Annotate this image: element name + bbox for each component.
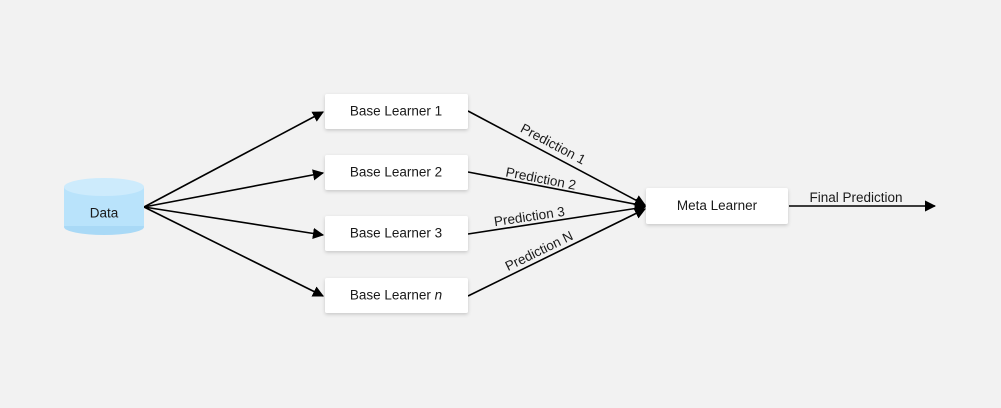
edge-base-3-to-meta	[467, 202, 647, 235]
data-node: Data	[64, 178, 144, 235]
edge-data-to-base-2	[143, 169, 325, 208]
data-label: Data	[90, 206, 119, 221]
base-learner-3-prefix: Base Learner	[350, 225, 435, 240]
svg-text:Base Learner 3: Base Learner 3	[350, 225, 442, 240]
edge-data-to-base-3	[143, 206, 325, 239]
data-to-base-edges	[143, 111, 325, 297]
final-prediction-label: Final Prediction	[809, 190, 902, 205]
base-learner-n-prefix: Base Learner	[350, 287, 435, 302]
base-to-meta-edges	[467, 110, 647, 297]
edge-base-n-to-meta	[467, 208, 647, 297]
base-learner-1-suffix: 1	[435, 103, 443, 118]
base-learner-3-suffix: 3	[435, 225, 443, 240]
base-learner-2: Base Learner 2	[325, 155, 468, 190]
base-learner-3: Base Learner 3	[325, 216, 468, 251]
edge-base-2-to-meta	[467, 171, 647, 210]
prediction-label-n: Prediction N	[503, 228, 576, 274]
svg-text:Base Learner n: Base Learner n	[350, 287, 442, 302]
meta-learner-label: Meta Learner	[677, 198, 758, 213]
svg-text:Base Learner 2: Base Learner 2	[350, 164, 442, 179]
edge-base-1-to-meta	[467, 110, 646, 206]
svg-text:Base Learner 1: Base Learner 1	[350, 103, 442, 118]
prediction-label-2: Prediction 2	[504, 164, 577, 192]
base-learner-1: Base Learner 1	[325, 94, 468, 129]
base-learner-2-suffix: 2	[435, 164, 443, 179]
base-learner-2-prefix: Base Learner	[350, 164, 435, 179]
base-learner-n-suffix: n	[435, 287, 443, 302]
edge-data-to-base-1	[143, 111, 324, 208]
meta-learner: Meta Learner	[646, 188, 788, 224]
base-learner-n: Base Learner n	[325, 278, 468, 313]
database-icon	[64, 178, 144, 235]
edge-data-to-base-n	[143, 206, 325, 297]
base-learner-1-prefix: Base Learner	[350, 103, 435, 118]
